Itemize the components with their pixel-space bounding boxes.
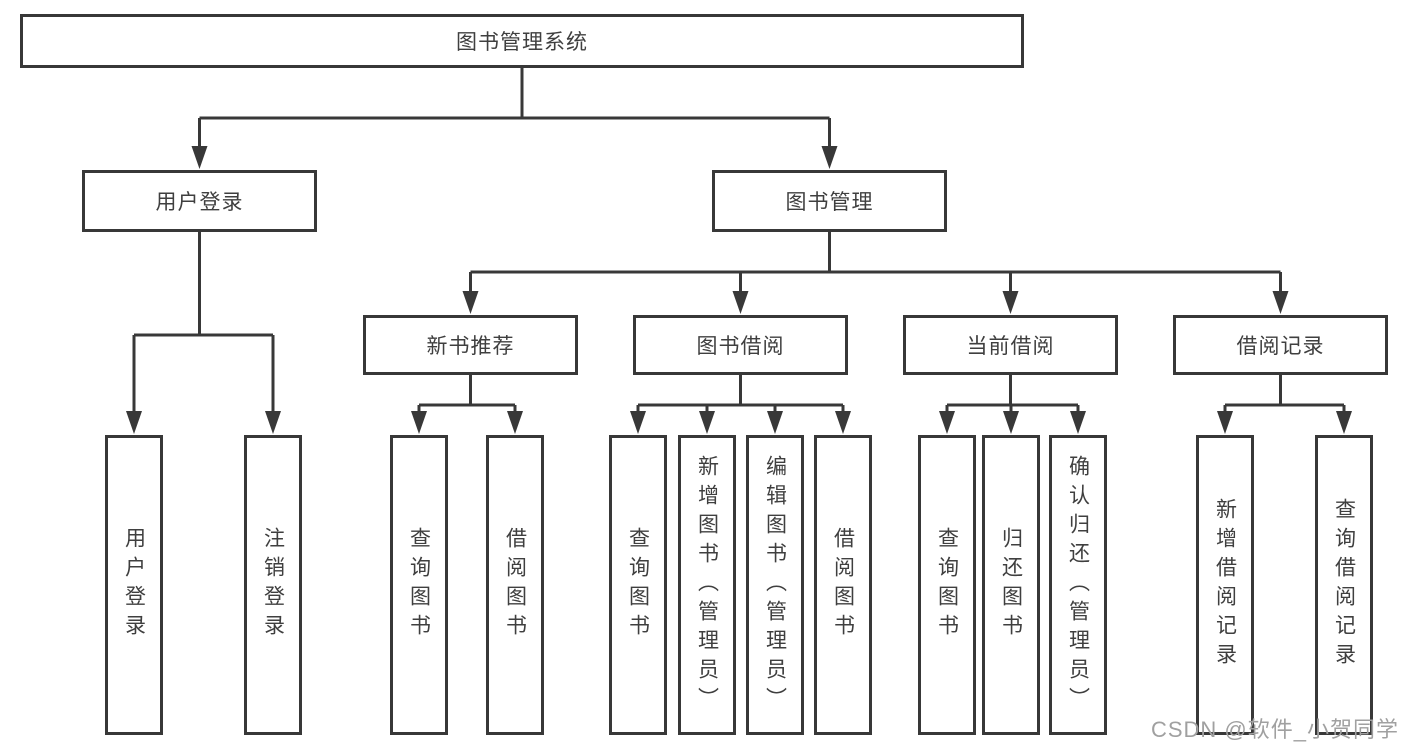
arrowhead <box>835 411 851 434</box>
leaf-borrow-books: 借阅图书 <box>814 435 872 735</box>
leaf-logout: 注销登录 <box>244 435 302 735</box>
connector-book-borrow-children <box>630 375 851 434</box>
leaf-confirm-return-admin: 确认归还（管理员） <box>1049 435 1107 735</box>
leaf-edit-books-admin: 编辑图书（管理员） <box>746 435 804 735</box>
leaf-return-books: 归还图书 <box>982 435 1040 735</box>
leaf-query-books-recommend: 查询图书 <box>390 435 448 735</box>
node-user-login: 用户登录 <box>82 170 317 232</box>
connector-user-login-children <box>126 232 281 434</box>
node-book-management: 图书管理 <box>712 170 947 232</box>
arrowhead <box>126 411 142 434</box>
node-root-system: 图书管理系统 <box>20 14 1024 68</box>
connector-book-mgmt-to-level3 <box>462 232 1289 314</box>
connector-borrow-record-children <box>1217 375 1352 434</box>
leaf-borrow-books-recommend: 借阅图书 <box>486 435 544 735</box>
node-new-book-recommend: 新书推荐 <box>363 315 578 375</box>
arrowhead <box>732 291 749 314</box>
arrowhead <box>1070 411 1086 434</box>
leaf-user-login: 用户登录 <box>105 435 163 735</box>
arrowhead <box>191 146 208 169</box>
csdn-watermark: CSDN @软件_小贺同学 <box>1150 717 1399 742</box>
arrowhead <box>821 146 838 169</box>
arrowhead <box>507 411 523 434</box>
node-book-borrow: 图书借阅 <box>633 315 848 375</box>
leaf-add-books-admin: 新增图书（管理员） <box>678 435 736 735</box>
leaf-query-books-current: 查询图书 <box>918 435 976 735</box>
arrowhead <box>767 411 783 434</box>
arrowhead <box>265 411 281 434</box>
arrowhead <box>411 411 427 434</box>
arrowhead <box>1336 411 1352 434</box>
arrowhead <box>939 411 955 434</box>
connector-current-borrow-children <box>939 375 1086 434</box>
node-borrow-record: 借阅记录 <box>1173 315 1388 375</box>
connector-new-books-children <box>411 375 523 434</box>
arrowhead <box>1217 411 1233 434</box>
arrowhead <box>1272 291 1289 314</box>
arrowhead <box>1003 411 1019 434</box>
leaf-query-books-borrow: 查询图书 <box>609 435 667 735</box>
leaf-add-borrow-record: 新增借阅记录 <box>1196 435 1254 735</box>
connector-root-to-level2 <box>191 68 838 169</box>
arrowhead <box>630 411 646 434</box>
leaf-query-borrow-record: 查询借阅记录 <box>1315 435 1373 735</box>
arrowhead <box>1002 291 1019 314</box>
arrowhead <box>462 291 479 314</box>
node-current-borrow: 当前借阅 <box>903 315 1118 375</box>
arrowhead <box>699 411 715 434</box>
